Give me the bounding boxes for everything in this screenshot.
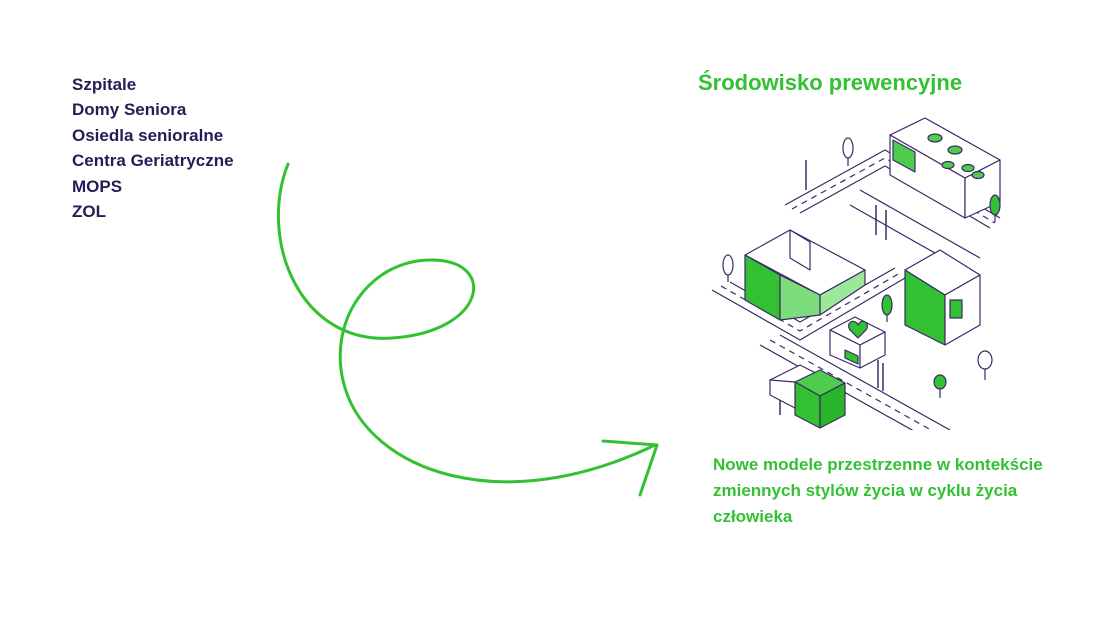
building-middle (904, 249, 981, 346)
list-item: Osiedla senioralne (72, 125, 224, 145)
list-item: MOPS (72, 176, 123, 196)
list-item: Szpitale (72, 75, 137, 94)
section-title: Środowisko prewencyjne (698, 70, 963, 95)
heart-building (829, 316, 886, 369)
isometric-city-icon (711, 117, 1001, 430)
list-item: Centra Geriatryczne (72, 151, 234, 171)
institution-list: Szpitale Domy Seniora Osiedla senioralne… (72, 72, 234, 224)
list-item: ZOL (72, 202, 106, 222)
list-item: Domy Seniora (72, 100, 187, 120)
street-lamps (779, 160, 887, 415)
heart-icon (848, 320, 868, 339)
green-cube (769, 364, 846, 429)
row-houses (744, 229, 866, 321)
trees (722, 137, 1001, 398)
building-top (889, 117, 1001, 219)
caption-text: Nowe modele przestrzenne w kontekście zm… (713, 455, 1043, 526)
